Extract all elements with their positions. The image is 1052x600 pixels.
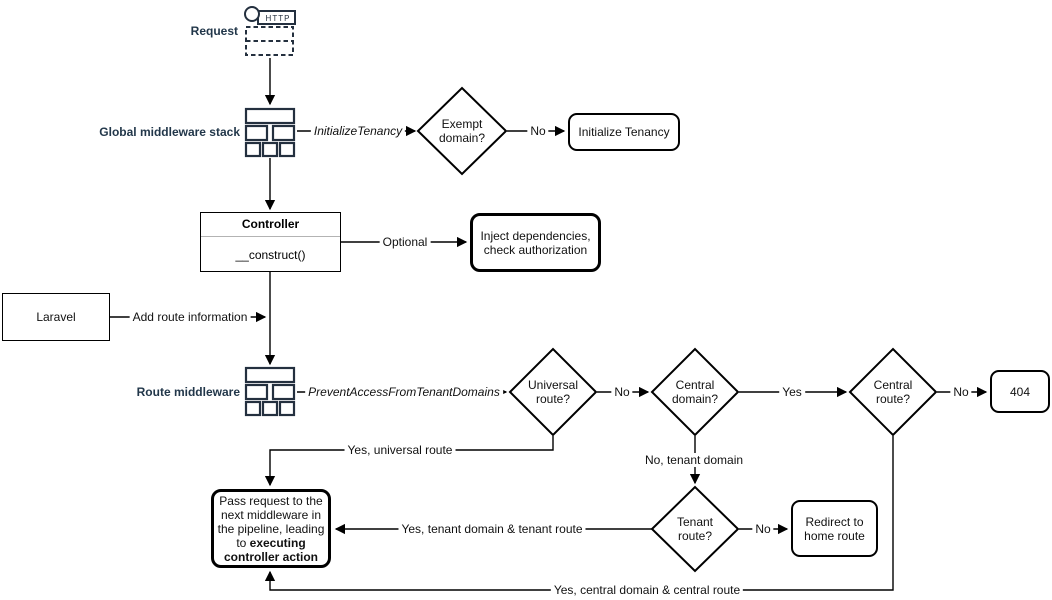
global-middleware-stack-label: Global middleware stack [99,125,240,139]
pass-request-prefix: Pass request to the next middleware in t… [217,493,325,550]
http-icon-label: HTTP [266,14,291,23]
edge-label-initialize-tenancy: InitializeTenancy [310,124,406,138]
edge-label-central-route-no: No [950,385,972,399]
tenant-route-diamond [650,485,740,573]
edge-label-tenant-domain-no: No, tenant domain [641,453,747,467]
central-domain-label: Central domain? [671,378,719,406]
pass-request-text: Pass request to the next middleware in t… [214,494,328,564]
exempt-domain-diamond [416,86,508,176]
diamonds-group [416,86,938,573]
controller-method: __construct() [235,247,306,262]
edge-label-central-yes: Yes, central domain & central route [550,583,744,597]
edge-label-universal-yes: Yes, universal route [344,443,456,457]
route-middleware-stack-icon [244,366,296,417]
pass-request-emphasis: executing controller action [223,535,318,564]
edge-label-add-route-information: Add route information [129,310,251,324]
http-request-icon: HTTP [244,6,296,56]
edge-label-central-domain-yes: Yes [779,385,805,399]
edge-label-universal-no: No [611,385,633,399]
tenant-route-label: Tenant route? [676,515,714,543]
edge-label-tenant-route-no: No [752,522,774,536]
central-route-diamond [848,347,938,437]
request-label: Request [190,24,238,38]
exempt-domain-label: Exempt domain? [438,117,486,145]
edge-label-prevent-access: PreventAccessFromTenantDomains [305,385,503,399]
404-node: 404 [990,370,1050,413]
controller-title: Controller [201,213,340,237]
universal-route-diamond [508,347,598,437]
controller-node: Controller __construct() [200,212,341,272]
edge-label-optional: Optional [379,235,431,249]
redirect-home-node: Redirect to home route [791,500,878,557]
laravel-node: Laravel [2,293,110,341]
global-middleware-stack-icon [244,107,296,158]
route-middleware-label: Route middleware [136,385,240,399]
universal-route-label: Universal route? [527,378,579,406]
pass-request-node: Pass request to the next middleware in t… [211,489,331,568]
inject-dependencies-node: Inject dependencies, check authorization [470,213,601,272]
central-route-label: Central route? [873,378,913,406]
initialize-tenancy-node: Initialize Tenancy [568,113,680,151]
central-domain-diamond [650,347,740,437]
edge-label-tenant-yes: Yes, tenant domain & tenant route [398,522,586,536]
edge-label-exempt-no: No [527,124,549,138]
